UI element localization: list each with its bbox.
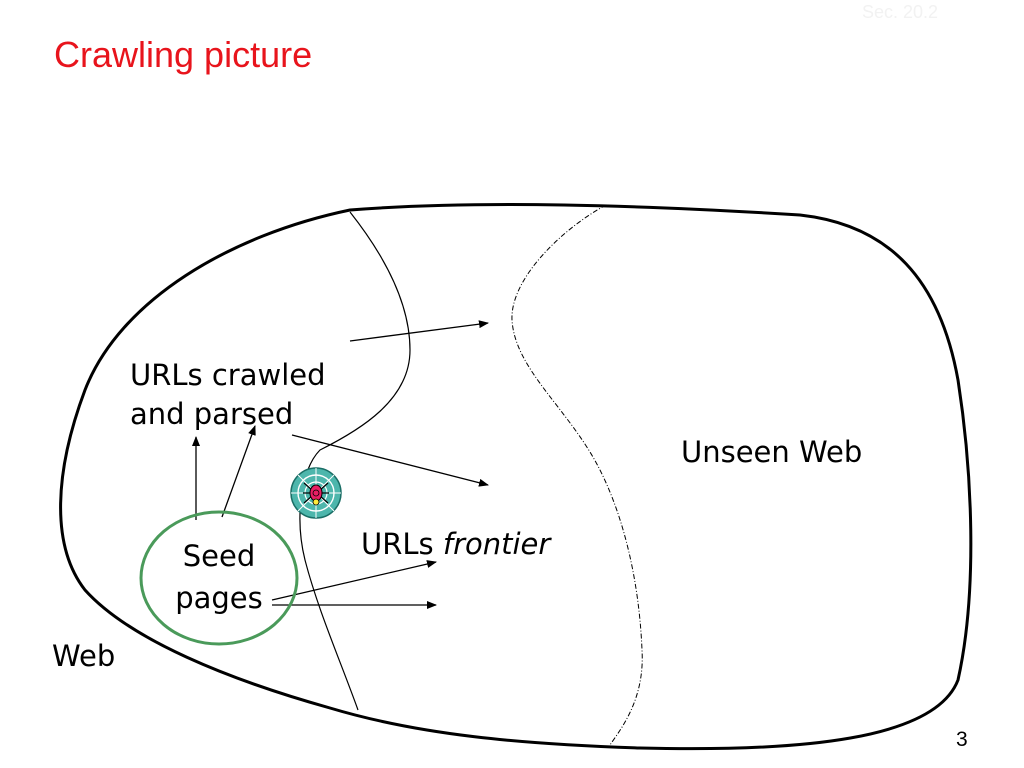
web-boundary (59, 203, 973, 751)
slide-number: 3 (956, 728, 968, 751)
arrow-crawled-to-frontier-mid (291, 434, 489, 487)
label-frontier-prefix: URLs (361, 527, 443, 561)
label-and-parsed: and parsed (130, 397, 293, 431)
arrow-crawled-to-frontier-top (349, 320, 489, 342)
label-frontier-italic: frontier (443, 527, 553, 561)
label-unseen-web: Unseen Web (681, 435, 862, 469)
frontier-boundary (511, 204, 643, 746)
spider-icon (290, 467, 342, 519)
label-urls-frontier: URLs frontier (361, 527, 552, 561)
crawled-boundary (299, 211, 411, 711)
arrow-seed-up-diagonal (221, 425, 256, 518)
label-seed: Seed (183, 539, 256, 573)
section-tag: Sec. 20.2 (862, 2, 939, 22)
label-web: Web (52, 639, 115, 673)
seed-pages-circle (139, 510, 299, 646)
label-pages: pages (175, 581, 263, 615)
slide-title: Crawling picture (54, 34, 313, 75)
label-urls-crawled: URLs crawled (130, 358, 326, 392)
arrow-seed-to-frontier-upper (271, 560, 437, 601)
